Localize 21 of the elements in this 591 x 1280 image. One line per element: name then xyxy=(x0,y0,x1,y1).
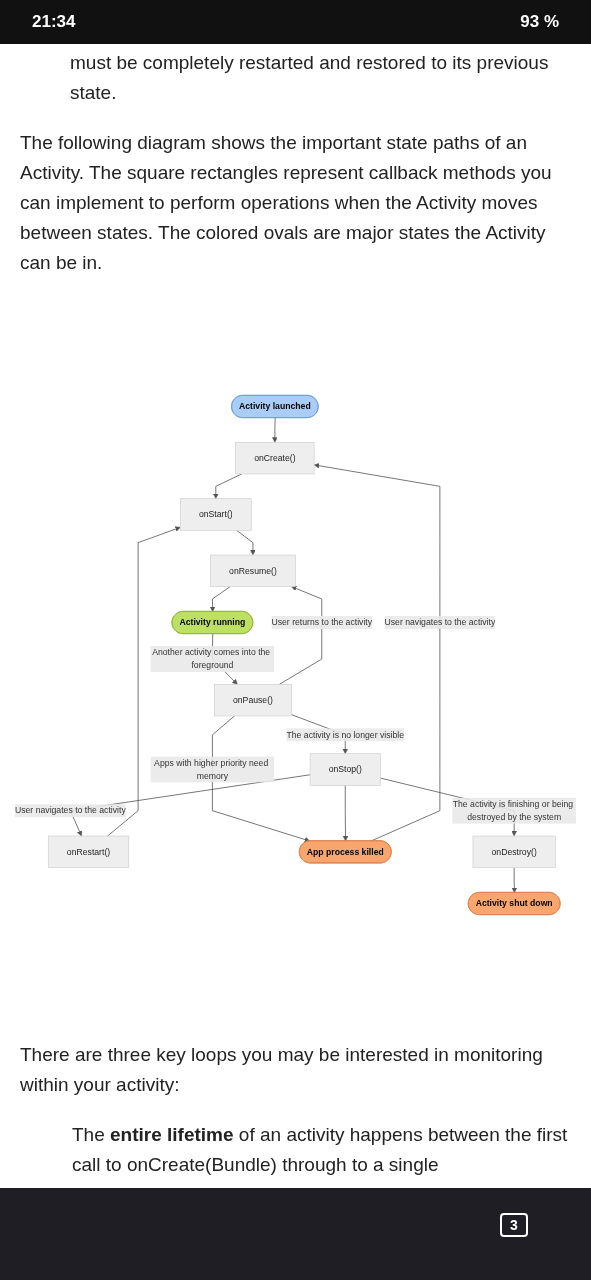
edge-label: User navigates to the activity xyxy=(384,617,496,628)
edge-label: User returns to the activity xyxy=(271,617,373,628)
node-box: onResume() xyxy=(210,554,296,587)
edge-label: The activity is no longer visible xyxy=(286,729,405,740)
edge-label: User navigates to the activity xyxy=(14,805,126,816)
battery-text: 93 % xyxy=(520,12,559,32)
time-text: 21:34 xyxy=(32,12,76,32)
paragraph: The following diagram shows the important state paths of an Activity. The square rectangles represent callback methods you can implement to perform operations when the Activity moves between states. The colored ovals are major states the Activity can be in. xyxy=(20,131,553,275)
edge-label: Another activity comes into the foreground xyxy=(152,647,271,671)
paragraph: There are three key loops you may be interested in monitoring within your activity: xyxy=(20,1043,544,1097)
tab-count: 3 xyxy=(500,1213,528,1237)
node-box: onStop() xyxy=(309,753,381,786)
edge-label: Apps with higher priority need memory xyxy=(154,757,269,781)
node-box: onStart() xyxy=(180,498,252,531)
paragraph: must be completely restarted and restored to its previous state. xyxy=(70,51,550,105)
bullet-text: The entire lifetime of an activity happens between the first call to onCreate(Bundle) through to a single xyxy=(72,1123,569,1177)
node-box: onCreate() xyxy=(235,442,315,475)
node-box: onDestroy() xyxy=(472,835,556,868)
node-box: onPause() xyxy=(214,684,292,717)
edge-label: The activity is finishing or being destroyed by the system xyxy=(452,798,574,822)
node-box: onRestart() xyxy=(47,835,130,868)
